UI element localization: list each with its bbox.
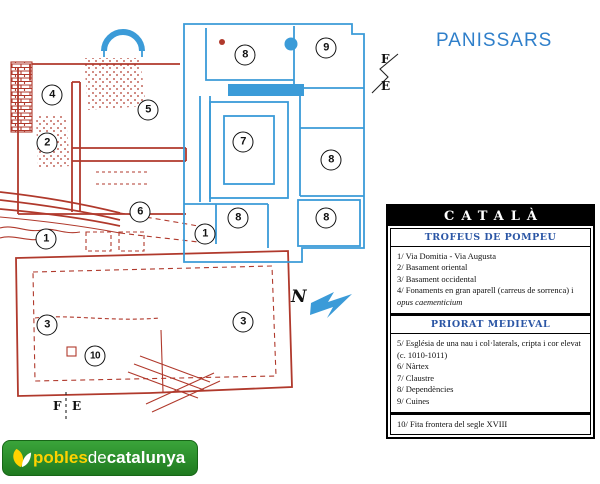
map-badge: 8 bbox=[315, 207, 337, 229]
compass-arrow bbox=[310, 292, 352, 318]
legend-item: 3/ Basament occidental bbox=[397, 273, 477, 284]
map-badge: 1 bbox=[194, 223, 216, 245]
border-line-marks bbox=[65, 53, 399, 422]
map-badge: 6 bbox=[129, 201, 151, 223]
legend-item: 6/ Nàrtex bbox=[397, 361, 429, 372]
map-badge: 5 bbox=[137, 99, 159, 121]
legend-item: 4/ Fonaments en gran aparell (carreus de… bbox=[397, 285, 574, 307]
page-title: PANISSARS bbox=[436, 30, 553, 51]
cloister-outer-wall bbox=[209, 101, 289, 199]
legend-item: 9/ Cuines bbox=[397, 395, 430, 406]
logo-text-catalunya: catalunya bbox=[106, 448, 186, 467]
map-badge: 4 bbox=[41, 84, 63, 106]
border-label-f-bottom: F bbox=[53, 399, 62, 413]
border-label-f-top: F bbox=[381, 52, 390, 66]
logo-text-de: de bbox=[87, 448, 107, 467]
map-badge: 8 bbox=[234, 44, 256, 66]
map-badge: 2 bbox=[36, 132, 58, 154]
logo-text-pobles: pobles bbox=[33, 448, 88, 467]
map-badge: 8 bbox=[320, 149, 342, 171]
legend-section-title-medieval: PRIORAT MEDIEVAL bbox=[391, 316, 590, 335]
map-badge: 3 bbox=[232, 311, 254, 333]
legend-item: 5/ Església de una nau i col·laterals, c… bbox=[397, 338, 581, 360]
legend-divider bbox=[391, 412, 590, 416]
medieval-structures bbox=[101, 23, 365, 263]
map-badge: 9 bbox=[315, 37, 337, 59]
legend-header: CATALÀ bbox=[388, 206, 593, 226]
map-badge: 7 bbox=[232, 131, 254, 153]
legend-item-frontier: 10/ Fita frontera del segle XVIII bbox=[397, 419, 508, 430]
legend-section-title-roman: TROFEUS DE POMPEU bbox=[391, 229, 590, 247]
legend-roman-list: 1/ Via Domitia - Via Augusta 2/ Basament… bbox=[391, 247, 590, 313]
legend-divider bbox=[391, 313, 590, 317]
map-badge: 8 bbox=[227, 207, 249, 229]
map-badge: 10 bbox=[84, 345, 106, 367]
border-label-e-top: E bbox=[381, 79, 391, 93]
legend-item: 8/ Dependències bbox=[397, 384, 454, 395]
map-badge: 1 bbox=[35, 228, 57, 250]
border-label-e-bottom: E bbox=[72, 399, 82, 413]
compass-north-label: N bbox=[291, 287, 307, 307]
legend-item: 2/ Basament oriental bbox=[397, 262, 468, 273]
legend-body: TROFEUS DE POMPEU 1/ Via Domitia - Via A… bbox=[390, 228, 591, 436]
cistern-mark bbox=[284, 37, 298, 51]
map-badge: 3 bbox=[36, 314, 58, 336]
north-arrow-bolt bbox=[310, 292, 352, 318]
logo-leaf-icon bbox=[13, 448, 32, 468]
red-point-mark bbox=[219, 39, 225, 45]
legend-item: 1/ Via Domitia - Via Augusta bbox=[397, 251, 497, 261]
cloister-inner-wall bbox=[223, 115, 275, 185]
legend-item: 7/ Claustre bbox=[397, 372, 435, 383]
site-logo: pobles de catalunya bbox=[2, 440, 199, 476]
logo-text: pobles de catalunya bbox=[33, 448, 185, 468]
apse-arch bbox=[101, 29, 145, 52]
roman-via-road bbox=[0, 191, 199, 243]
legend-medieval-list: 5/ Església de una nau i col·laterals, c… bbox=[391, 334, 590, 412]
roman-south-enclosure bbox=[15, 250, 293, 413]
legend-panel: CATALÀ TROFEUS DE POMPEU 1/ Via Domitia … bbox=[386, 204, 595, 440]
